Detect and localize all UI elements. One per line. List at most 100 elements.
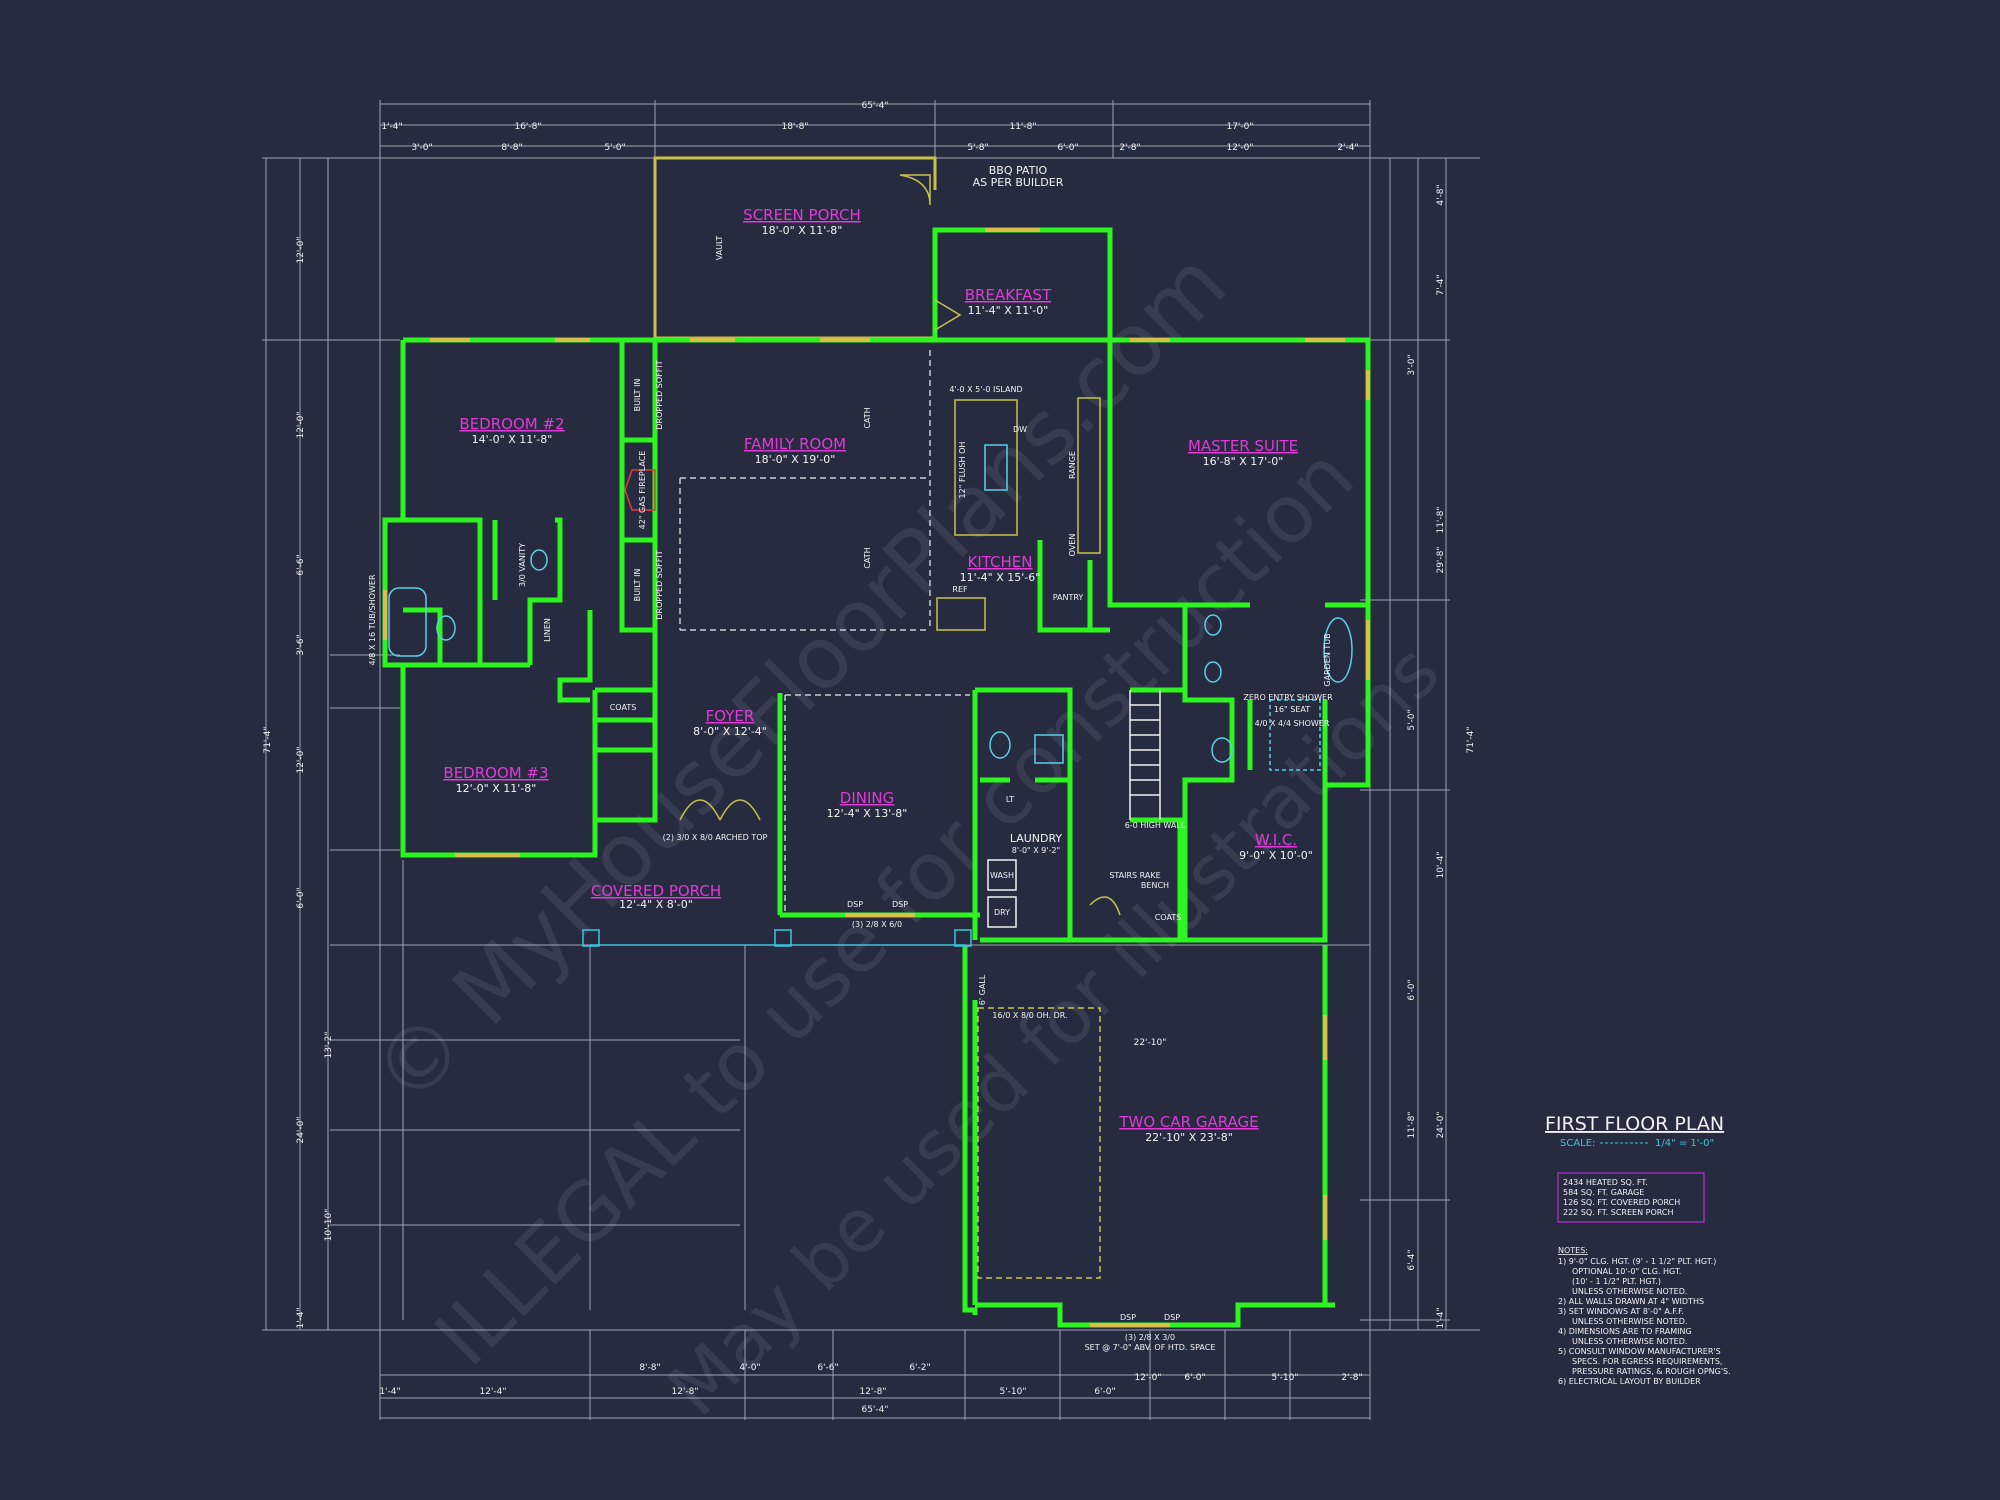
dry-label: DRY — [994, 908, 1010, 917]
dim-right-10: 1'-4" — [1436, 1307, 1446, 1328]
note-line-11: SPECS. FOR EGRESS REQUIREMENTS, — [1572, 1357, 1722, 1366]
note-line-12: PRESSURE RATINGS, & ROUGH OPNG'S. — [1572, 1367, 1731, 1376]
dim-bottom2-5: 5'-10" — [999, 1387, 1026, 1397]
arched-label: (2) 3/0 X 8/0 ARCHED TOP — [663, 833, 768, 842]
dsp-4: DSP — [1164, 1313, 1180, 1322]
dimension-texts-vertical: 12'-0" 12'-0" 6'-6" 3'-6" 12'-0" 6'-0" 2… — [263, 184, 1476, 1328]
dim-left-4: 3'-6" — [296, 634, 306, 655]
note-line-9: UNLESS OTHERWISE NOTED. — [1572, 1337, 1687, 1346]
dim-bottom2-4: 12'-8" — [859, 1387, 886, 1397]
note-line-7: UNLESS OTHERWISE NOTED. — [1572, 1317, 1687, 1326]
dim-top2-7: 12'-0" — [1226, 143, 1253, 153]
dim-left-3: 6'-6" — [296, 554, 306, 575]
dim-top2-8: 2'-4" — [1337, 143, 1358, 153]
dim-bottom2-7: 12'-0" — [1134, 1373, 1161, 1383]
breakfast-name: BREAKFAST — [965, 286, 1052, 304]
bbq-label-2: AS PER BUILDER — [973, 176, 1064, 189]
scale-value: 1/4" = 1'-0" — [1655, 1138, 1714, 1149]
master-suite-size: 16'-8" X 17'-0" — [1203, 455, 1284, 468]
dim-top2-6: 2'-8" — [1119, 143, 1140, 153]
set-note: SET @ 7'-0" ABV. OF HTD. SPACE — [1085, 1343, 1216, 1352]
dim-bottom2-10: 2'-8" — [1341, 1373, 1362, 1383]
dining-size: 12'-4" X 13'-8" — [827, 807, 908, 820]
seat-label: 16" SEAT — [1274, 705, 1310, 714]
note-line-5: 2) ALL WALLS DRAWN AT 4" WIDTHS — [1558, 1297, 1704, 1306]
overall-width-bottom: 65'-4" — [861, 1405, 888, 1415]
area-box — [1557, 1172, 1705, 1223]
dim-top2-4: 5'-8" — [967, 143, 988, 153]
dim-bottom2-8: 6'-0" — [1184, 1373, 1205, 1383]
island-label: 4'-0 X 5'-0 ISLAND — [949, 385, 1022, 394]
dim-bottom2-6: 6'-0" — [1094, 1387, 1115, 1397]
laundry-size: 8'-0" X 9'-2" — [1012, 846, 1060, 855]
title-block: FIRST FLOOR PLAN SCALE: 1/4" = 1'-0" 243… — [1545, 1113, 1731, 1386]
master-suite-name: MASTER SUITE — [1188, 437, 1298, 455]
dim-left-1: 12'-0" — [296, 236, 306, 263]
soffit-label-1: DROPPED SOFFIT — [655, 360, 664, 429]
dim-left-2: 12'-0" — [296, 411, 306, 438]
bedroom2-name: BEDROOM #2 — [459, 415, 564, 433]
garage-windows-label: (3) 2/8 X 3/0 — [1125, 1333, 1175, 1342]
dim-right-2: 7'-4" — [1436, 274, 1446, 295]
note-line-10: 5) CONSULT WINDOW MANUFACTURER'S — [1558, 1347, 1721, 1356]
garage-dim-width: 22'-10" — [1134, 1038, 1167, 1048]
area-line-4: 222 SQ. FT. SCREEN PORCH — [1563, 1208, 1674, 1217]
bedroom3-name: BEDROOM #3 — [443, 764, 548, 782]
area-line-1: 2434 HEATED SQ. FT. — [1563, 1178, 1648, 1187]
family-room-size: 18'-0" X 19'-0" — [755, 453, 836, 466]
dsp-3: DSP — [1120, 1313, 1136, 1322]
stairs-label: STAIRS RAKE — [1109, 871, 1160, 880]
note-line-8: 4) DIMENSIONS ARE TO FRAMING — [1558, 1327, 1692, 1336]
bbq-label: BBQ PATIO — [989, 164, 1048, 177]
dim-bottom-4: 6'-2" — [909, 1363, 930, 1373]
dsp-2: DSP — [892, 900, 908, 909]
foyer-size: 8'-0" X 12'-4" — [693, 725, 767, 738]
dim-top-2: 16'-8" — [514, 122, 541, 132]
dim-right-7: 6'-0" — [1407, 979, 1417, 1000]
built-in-label-1: BUILT IN — [633, 379, 642, 412]
screen-porch-outline — [653, 156, 937, 340]
note-line-6: 3) SET WINDOWS AT 8'-0" A.F.F. — [1558, 1307, 1684, 1316]
note-line-4: UNLESS OTHERWISE NOTED. — [1572, 1287, 1687, 1296]
covered-porch-name: COVERED PORCH — [591, 882, 721, 900]
dim-top2-5: 6'-0" — [1057, 143, 1078, 153]
dim-right-1: 4'-8" — [1436, 184, 1446, 205]
dim-top2-2: 8'-8" — [501, 143, 522, 153]
dim-top-5: 17'-0" — [1226, 122, 1253, 132]
oven-label: OVEN — [1068, 534, 1077, 557]
kitchen-name: KITCHEN — [968, 553, 1033, 571]
dim-left-6: 6'-0" — [296, 887, 306, 908]
dim-left2-2: 13'-2" — [324, 1031, 334, 1058]
dim-right-4: 11'-8" — [1436, 506, 1446, 533]
dim-bottom2-3: 12'-8" — [671, 1387, 698, 1397]
note-line-1: 1) 9'-0" CLG. HGT. (9' - 1 1/2" PLT. HGT… — [1558, 1257, 1716, 1266]
shower-label: 4/0 X 4/4 SHOWER — [1255, 719, 1330, 728]
dim-right2-2: 71'-4" — [1466, 726, 1476, 753]
notes-title: NOTES: — [1558, 1246, 1588, 1255]
cath-label-1: CATH — [863, 407, 872, 428]
cath-label-2: CATH — [863, 547, 872, 568]
dim-top2-3: 5'-0" — [604, 143, 625, 153]
dim-right-5: 5'-0" — [1407, 709, 1417, 730]
dim-left-7: 24'-0" — [296, 1116, 306, 1143]
dimension-texts: 65'-4" 65'-4" 1'-4" 16'-8" 18'-8" 11'-8"… — [379, 101, 1362, 1415]
dining-name: DINING — [840, 789, 894, 807]
porch-windows-label: (3) 2/8 X 6/0 — [852, 920, 902, 929]
area-line-3: 126 SQ. FT. COVERED PORCH — [1563, 1198, 1680, 1207]
dim-bottom2-2: 12'-4" — [479, 1387, 506, 1397]
fixtures — [388, 174, 1353, 1279]
dim-bottom2-1: 1'-4" — [379, 1387, 400, 1397]
screen-porch-size: 18'-0" X 11'-8" — [762, 224, 843, 237]
dim-left-8: 1'-4" — [296, 1307, 306, 1328]
lt-label: LT — [1006, 795, 1014, 804]
dimension-lines — [262, 100, 1480, 1420]
screen-porch-name: SCREEN PORCH — [743, 206, 861, 224]
note-line-13: 6) ELECTRICAL LAYOUT BY BUILDER — [1558, 1377, 1701, 1386]
coats-label-1: COATS — [610, 703, 637, 712]
dim-left2-3: 10'-10" — [324, 1209, 334, 1242]
linen-label: LINEN — [543, 618, 552, 642]
area-line-2: 584 SQ. FT. GARAGE — [1563, 1188, 1644, 1197]
dim-top-1: 1'-4" — [381, 122, 402, 132]
garage-name: TWO CAR GARAGE — [1118, 1113, 1258, 1131]
